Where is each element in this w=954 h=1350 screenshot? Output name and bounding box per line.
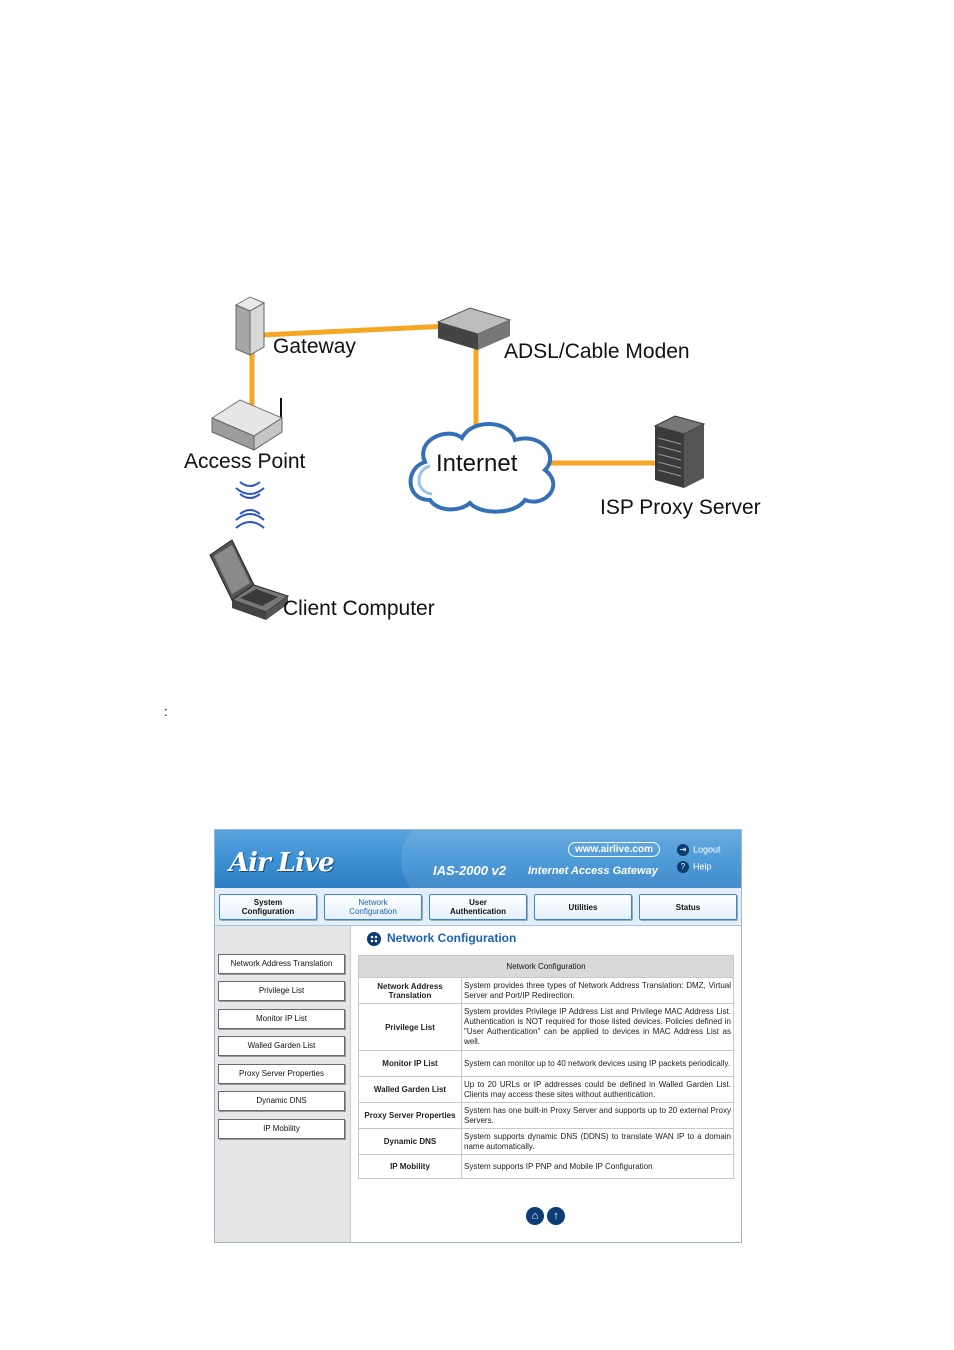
help-icon: ? xyxy=(677,861,689,873)
site-url-link[interactable]: www.airlive.com xyxy=(568,842,660,857)
nav-utilities[interactable]: Utilities xyxy=(534,894,632,920)
gateway-label: Gateway xyxy=(273,335,356,358)
sidebar-item-privilege-list[interactable]: Privilege List xyxy=(218,981,345,1001)
access-point-icon xyxy=(210,398,284,451)
network-config-table: Network Configuration Network Address Tr… xyxy=(358,955,734,1179)
help-label: Help xyxy=(693,861,712,872)
logout-label: Logout xyxy=(693,844,721,855)
table-header: Network Configuration xyxy=(358,955,734,978)
modem-icon xyxy=(436,307,512,350)
sidebar-item-ip-mobility[interactable]: IP Mobility xyxy=(218,1119,345,1139)
help-link[interactable]: ? Help xyxy=(677,861,712,873)
home-icon[interactable]: ⌂ xyxy=(526,1207,544,1225)
page-title: Network Configuration xyxy=(387,931,517,945)
up-arrow-icon[interactable]: ↑ xyxy=(547,1207,565,1225)
product-tagline: Internet Access Gateway xyxy=(528,865,658,877)
network-config-icon xyxy=(367,932,381,946)
sidebar-item-walled-garden-list[interactable]: Walled Garden List xyxy=(218,1036,345,1056)
internet-cloud-icon xyxy=(408,422,556,514)
sidebar-item-proxy-server-properties[interactable]: Proxy Server Properties xyxy=(218,1064,345,1084)
access-point-label: Access Point xyxy=(184,450,306,473)
gateway-icon xyxy=(234,296,266,356)
logout-icon: ⇥ xyxy=(677,844,689,856)
proxy-server-label: ISP Proxy Server xyxy=(600,496,761,519)
network-diagram xyxy=(209,296,706,620)
admin-ui-screenshot: Air Live IAS-2000 v2 Internet Access Gat… xyxy=(214,829,742,1243)
wireless-signal-icon xyxy=(235,481,265,529)
stray-colon: : xyxy=(164,704,168,719)
logout-link[interactable]: ⇥ Logout xyxy=(677,844,721,856)
client-laptop-icon xyxy=(209,539,290,620)
product-name: IAS-2000 v2 xyxy=(433,863,506,878)
proxy-server-icon xyxy=(653,415,706,488)
sidebar-item-monitor-ip-list[interactable]: Monitor IP List xyxy=(218,1009,345,1029)
network-links xyxy=(249,323,658,466)
nav-status[interactable]: Status xyxy=(639,894,737,920)
sidebar-item-dynamic-dns[interactable]: Dynamic DNS xyxy=(218,1091,345,1111)
sidebar-item-nat[interactable]: Network Address Translation xyxy=(218,954,345,974)
brand-logo: Air Live xyxy=(229,848,335,878)
internet-label: Internet xyxy=(436,450,518,477)
client-computer-label: Client Computer xyxy=(283,597,435,620)
header-banner: Air Live IAS-2000 v2 Internet Access Gat… xyxy=(215,830,741,888)
sidebar: Network Address Translation Privilege Li… xyxy=(215,926,351,1242)
modem-label: ADSL/Cable Moden xyxy=(504,340,690,363)
link-gateway-modem xyxy=(261,323,451,338)
